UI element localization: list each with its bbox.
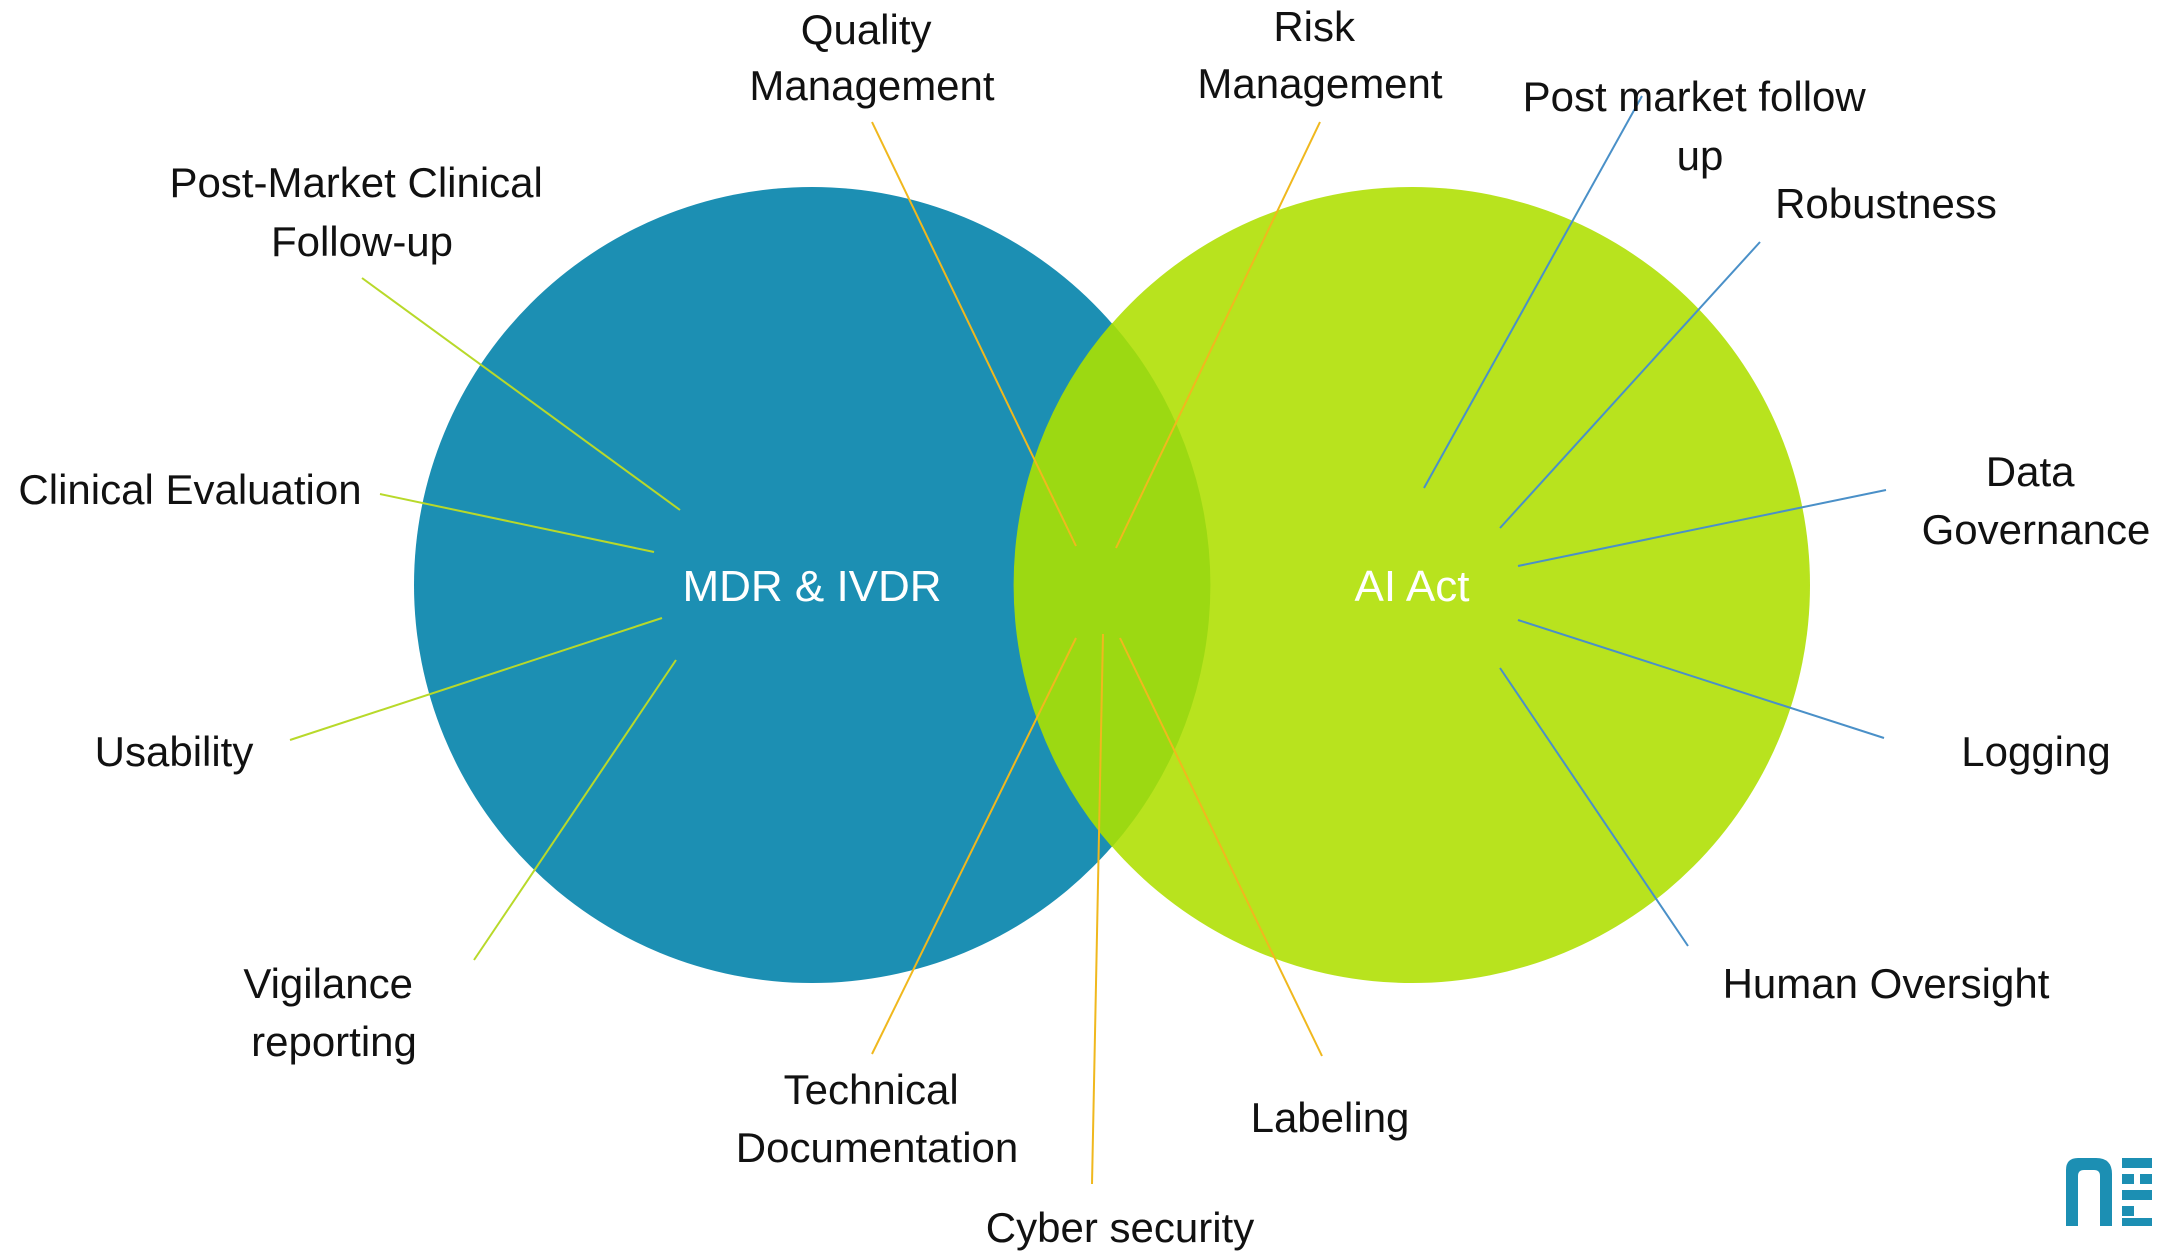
connector-vigilance [473,659,677,961]
label-vigilance-reporting: Vigilance reporting [243,960,424,1065]
connector-post-market-follow-up [1423,95,1643,489]
label-clinical-evaluation: Clinical Evaluation [18,466,361,513]
label-robustness: Robustness [1775,180,1997,227]
ne-logo-icon [2066,1158,2152,1226]
connector-data-governance [1517,489,1887,567]
connector-human-oversight [1499,667,1689,947]
connector-usability [289,617,663,741]
label-post-market-clinical-follow-up: Post-Market Clinical Follow-up [169,159,554,265]
label-usability: Usability [95,728,254,775]
label-cyber-security: Cyber security [986,1204,1254,1251]
ai-act-circle [1014,187,1810,983]
label-labeling: Labeling [1251,1094,1410,1141]
connector-cyber-security [1091,633,1104,1185]
label-logging: Logging [1961,728,2110,775]
connector-robustness [1499,241,1761,529]
label-data-governance: Data Governance [1922,448,2151,553]
connector-clinical-evaluation [379,493,655,553]
connector-post-market-clinical [361,277,681,511]
label-risk-management: Risk Management [1197,3,1442,107]
mdr-ivdr-label: MDR & IVDR [682,562,941,611]
connector-technical-documentation [871,637,1077,1055]
connector-risk-management [1115,121,1321,549]
mdr-ivdr-circle [414,187,1210,983]
label-human-oversight: Human Oversight [1723,960,2050,1007]
ai-act-label: AI Act [1355,562,1470,611]
connector-labeling [1119,637,1323,1057]
label-post-market-follow-up: Post market follow up [1523,73,1878,179]
label-quality-management: Quality Management [749,6,994,109]
label-technical-documentation: Technical Documentation [736,1066,1019,1171]
connector-logging [1517,619,1885,739]
connector-quality-management [871,121,1077,547]
